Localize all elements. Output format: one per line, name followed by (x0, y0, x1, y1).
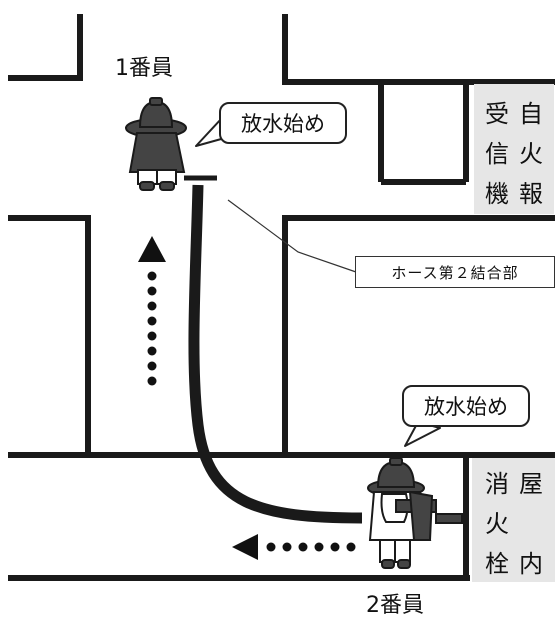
wall-right-middle (282, 215, 555, 452)
hydrant-col-right: 屋 内 (516, 464, 546, 584)
speech-bubble-1: 放水始め (219, 102, 347, 144)
wall-left-middle (8, 215, 91, 452)
worker-1-label: 1番員 (115, 56, 173, 81)
fire-hydrant-panel: 消 火 栓 屋 内 (472, 458, 555, 582)
speech-bubble-2: 放水始め (402, 385, 530, 427)
dotted-arrow-up (138, 236, 166, 386)
alarm-char: 機 (485, 180, 509, 208)
alarm-char: 報 (519, 180, 543, 208)
hydrant-char: 屋 (519, 470, 543, 498)
speech-bubble-2-text: 放水始め (424, 395, 508, 419)
fire-hose (188, 184, 363, 524)
hydrant-char: 内 (519, 550, 543, 578)
coupling-leader-line (227, 199, 357, 273)
speech-bubble-1-text: 放水始め (241, 112, 325, 136)
firefighter-1 (125, 97, 187, 191)
alarm-char: 自 (519, 100, 543, 128)
alarm-col-right: 自 火 報 (516, 94, 546, 214)
wall-top-right (282, 14, 555, 85)
alarm-char: 火 (519, 140, 543, 168)
alarm-col-left: 受 信 機 (482, 94, 512, 214)
alarm-char: 信 (485, 140, 509, 168)
worker-2-label: 2番員 (366, 593, 424, 618)
firefighter-2 (367, 457, 463, 569)
hydrant-char: 消 (485, 470, 509, 498)
alarm-char: 受 (485, 100, 509, 128)
corner-wall-top-left (8, 14, 83, 81)
dotted-arrow-left (232, 534, 356, 560)
coupling-callout: ホース第２結合部 (355, 256, 555, 288)
hydrant-col-left: 消 火 栓 (482, 464, 512, 584)
hydrant-char: 栓 (485, 550, 509, 578)
hydrant-char: 火 (485, 510, 509, 538)
alarm-receiver-panel: 受 信 機 自 火 報 (474, 84, 554, 214)
coupling-callout-text: ホース第２結合部 (391, 263, 519, 282)
